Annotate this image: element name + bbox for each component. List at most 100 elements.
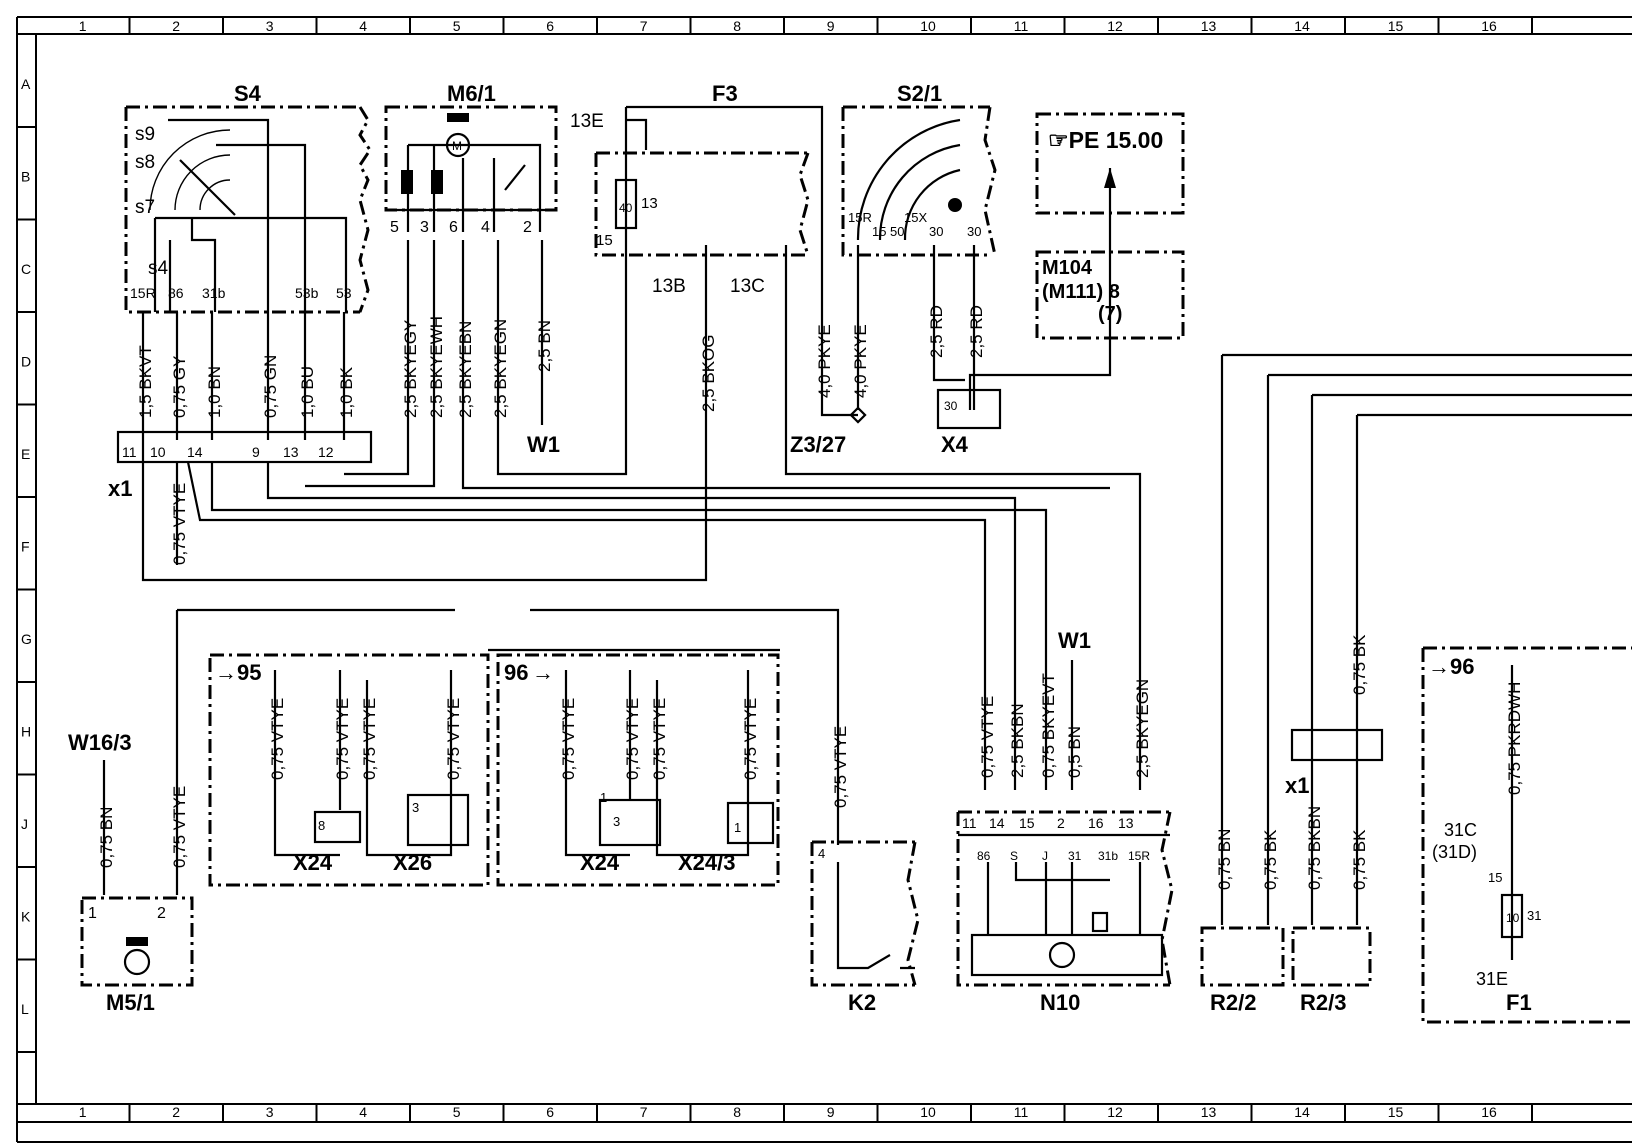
svg-text:0,75 GN: 0,75 GN xyxy=(261,355,280,418)
svg-text:☞PE 15.00: ☞PE 15.00 xyxy=(1048,127,1163,153)
svg-text:15R: 15R xyxy=(848,210,872,225)
column-label: 11 xyxy=(1014,18,1029,34)
svg-text:2,5 BKYEGN: 2,5 BKYEGN xyxy=(491,319,510,418)
svg-text:0,75 VTYE: 0,75 VTYE xyxy=(360,698,379,780)
svg-text:14: 14 xyxy=(989,815,1005,831)
group-links xyxy=(488,608,840,845)
svg-text:13E: 13E xyxy=(570,111,604,132)
svg-text:0,75 VTYE: 0,75 VTYE xyxy=(741,698,760,780)
svg-text:R2/3: R2/3 xyxy=(1300,990,1346,1015)
column-label: 15 xyxy=(1388,1104,1404,1120)
group-95: → 95 0,75 VTYE 0,75 VTYE 0,75 VTYE 0,75 … xyxy=(208,653,490,887)
column-label: 2 xyxy=(172,1104,180,1120)
svg-text:0,75 BK: 0,75 BK xyxy=(1261,829,1280,890)
row-label: B xyxy=(21,169,30,185)
column-label: 10 xyxy=(920,18,936,34)
svg-text:40: 40 xyxy=(619,201,633,215)
svg-text:1: 1 xyxy=(88,905,97,922)
row-label: E xyxy=(21,446,30,462)
svg-text:96: 96 xyxy=(504,660,528,685)
svg-text:3: 3 xyxy=(420,219,429,236)
svg-text:S: S xyxy=(1010,849,1018,863)
column-label: 8 xyxy=(733,18,741,34)
row-label: C xyxy=(21,261,31,277)
group-96: 96 → 0,75 VTYE 0,75 VTYE 0,75 VTYE 0,75 … xyxy=(496,653,780,887)
relay-k2: 0,75 VTYE 4 K2 xyxy=(810,726,920,1015)
row-label: F xyxy=(21,539,30,555)
svg-text:13C: 13C xyxy=(730,276,765,297)
svg-text:15R: 15R xyxy=(130,285,156,301)
frame xyxy=(16,16,1632,1143)
svg-text:W16/3: W16/3 xyxy=(68,730,132,755)
svg-text:15: 15 xyxy=(872,224,886,239)
column-label: 13 xyxy=(1201,18,1217,34)
column-label: 3 xyxy=(266,1104,274,1120)
control-unit-n10: W1 0,75 VTYE 2,5 BKBN 0,75 BKYEVT 0,5 BN… xyxy=(956,628,1174,1015)
svg-text:31b: 31b xyxy=(202,285,226,301)
svg-text:x1: x1 xyxy=(1285,773,1309,798)
row-label: K xyxy=(21,909,31,925)
svg-text:0,75 BK: 0,75 BK xyxy=(1350,829,1369,890)
svg-text:3: 3 xyxy=(613,814,620,829)
svg-text:1: 1 xyxy=(734,820,741,835)
svg-text:10: 10 xyxy=(150,444,166,460)
svg-text:5: 5 xyxy=(390,219,399,236)
column-label: 10 xyxy=(920,1104,936,1120)
row-label: H xyxy=(21,724,31,740)
column-label: 5 xyxy=(453,18,461,34)
svg-text:0,75 VTYE: 0,75 VTYE xyxy=(444,698,463,780)
svg-text:K2: K2 xyxy=(848,990,876,1015)
svg-text:X24/3: X24/3 xyxy=(678,850,736,875)
svg-text:(31D): (31D) xyxy=(1432,842,1477,862)
svg-text:0,75 BN: 0,75 BN xyxy=(97,807,116,868)
svg-text:0,75 PKRDWH: 0,75 PKRDWH xyxy=(1505,682,1524,795)
engine-m104: M104 (M111) 8 (7) xyxy=(1035,168,1185,340)
svg-text:86: 86 xyxy=(977,849,991,863)
svg-text:N10: N10 xyxy=(1040,990,1080,1015)
switch-s4: S4 s9 s8 s7 s4 15R 86 31b I 53b 53 xyxy=(124,81,372,314)
svg-text:→: → xyxy=(215,660,237,685)
svg-text:15R: 15R xyxy=(1128,849,1150,863)
motor-m6-1: M6/1 M 5 3 6 4 2 2,5 BKYEGY 2,5 BKYEWH 2… xyxy=(305,81,1110,490)
svg-text:X24: X24 xyxy=(580,850,620,875)
svg-text:11: 11 xyxy=(962,815,977,831)
svg-text:X26: X26 xyxy=(393,850,432,875)
svg-text:I: I xyxy=(266,285,270,301)
column-label: 1 xyxy=(79,18,87,34)
svg-text:2: 2 xyxy=(157,905,166,922)
column-label: 4 xyxy=(359,18,367,34)
svg-text:M104: M104 xyxy=(1042,257,1093,279)
f3-label: F3 xyxy=(712,81,738,106)
row-label: A xyxy=(21,76,31,92)
column-label: 9 xyxy=(827,18,835,34)
svg-text:X4: X4 xyxy=(941,432,969,457)
svg-text:4: 4 xyxy=(481,219,490,236)
svg-text:6: 6 xyxy=(449,219,458,236)
svg-text:4: 4 xyxy=(818,846,825,861)
svg-text:s7: s7 xyxy=(135,197,155,218)
svg-text:2: 2 xyxy=(1057,815,1065,831)
svg-text:0,75 VTYE: 0,75 VTYE xyxy=(268,698,287,780)
svg-text:W1: W1 xyxy=(527,432,560,457)
svg-text:4,0 PKYE: 4,0 PKYE xyxy=(815,324,834,398)
column-label: 4 xyxy=(359,1104,367,1120)
svg-text:X24: X24 xyxy=(293,850,333,875)
svg-text:0,75 VTYE: 0,75 VTYE xyxy=(170,786,189,868)
svg-text:0,75 VTYE: 0,75 VTYE xyxy=(650,698,669,780)
svg-text:W1: W1 xyxy=(1058,628,1091,653)
svg-text:0,75 BN: 0,75 BN xyxy=(1215,829,1234,890)
row-label: G xyxy=(21,631,32,647)
fuse-f1: → 96 0,75 PKRDWH 31C (31D) 15 31 31E 10 … xyxy=(1421,646,1632,1024)
svg-text:2,5 BKOG: 2,5 BKOG xyxy=(699,335,718,412)
svg-text:31: 31 xyxy=(1527,908,1541,923)
column-label: 3 xyxy=(266,18,274,34)
svg-text:9: 9 xyxy=(252,444,260,460)
splice-z3-27: Z3/27 xyxy=(790,406,867,457)
svg-text:F1: F1 xyxy=(1506,990,1532,1015)
s4-label: S4 xyxy=(234,81,262,106)
svg-text:31E: 31E xyxy=(1476,969,1508,989)
svg-text:2,5 BKYEGY: 2,5 BKYEGY xyxy=(401,320,420,418)
row-label: D xyxy=(21,354,31,370)
svg-text:86: 86 xyxy=(168,285,184,301)
